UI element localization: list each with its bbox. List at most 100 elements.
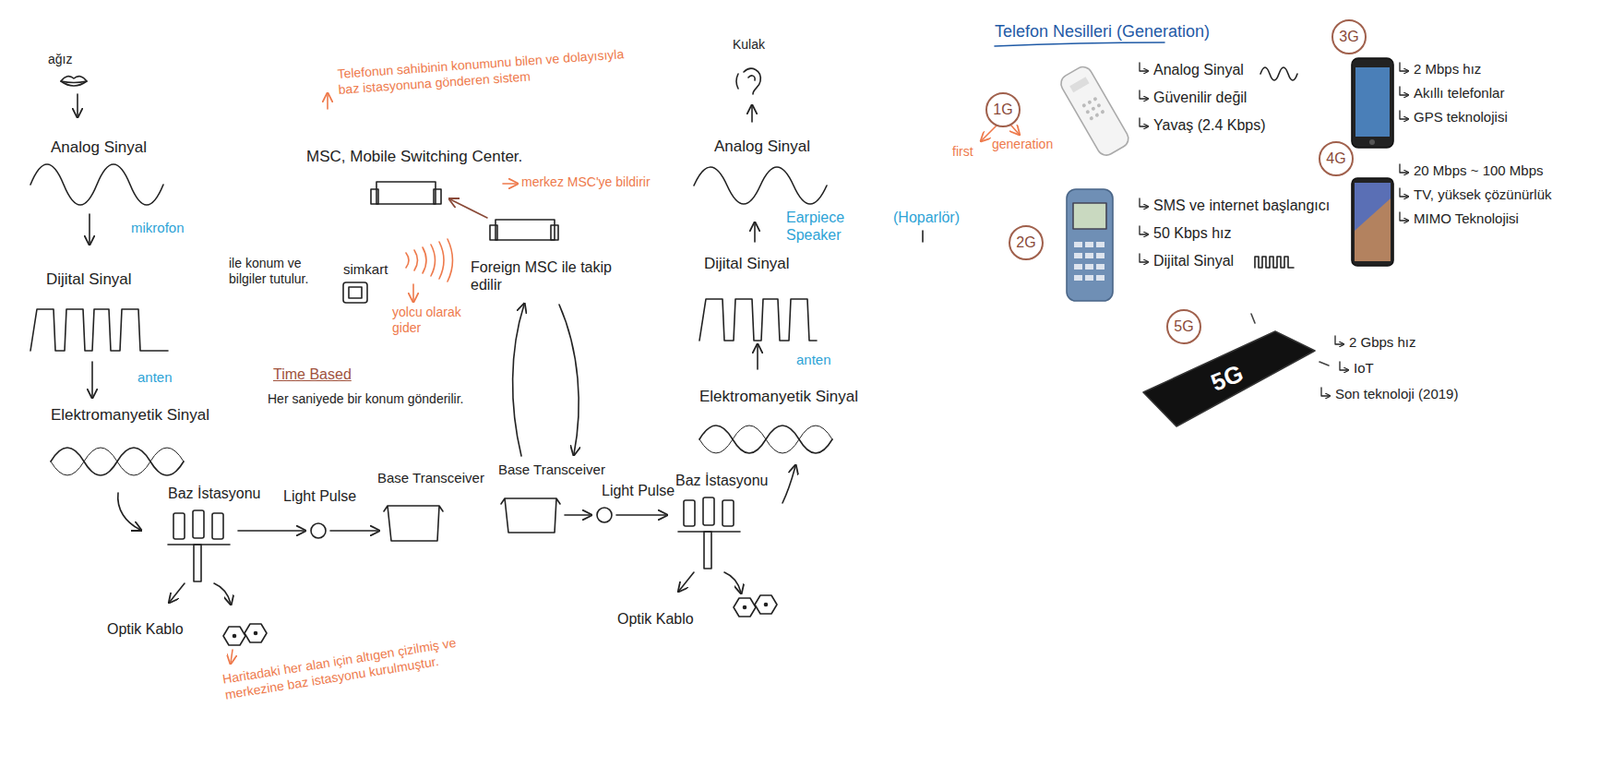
note-arrow [502, 182, 517, 185]
flow-arrow [559, 304, 579, 454]
note-text: yolcu olarak gider [392, 304, 471, 336]
digital-wave [30, 309, 168, 351]
device-label: mikrofon [131, 219, 185, 237]
flow-arrow [238, 529, 305, 532]
flow-arrow [564, 513, 591, 516]
note-text: Telefonun sahibinin konumunu bilen ve do… [336, 46, 630, 97]
generation-label: 2G [1015, 234, 1036, 251]
transceiver-icon [383, 505, 443, 541]
mouth-icon [60, 76, 87, 86]
signal-label: Analog Sinyal [50, 138, 147, 157]
bullet-text: 20 Mbps ~ 100 Mbps [1413, 162, 1544, 180]
note-text: Haritadaki her alan için altıgen çizilmi… [221, 633, 468, 704]
note-text: Foreign MSC ile takip edilir [470, 258, 642, 294]
note-arrow [326, 94, 329, 109]
generation-circle: 2G [1008, 225, 1044, 261]
base-station-icon [167, 510, 230, 582]
part-label: Base Transceiver [377, 469, 485, 487]
base-station-icon [678, 497, 741, 569]
digital-wave [699, 298, 817, 341]
flow-arrow [88, 214, 91, 244]
generation-label: 5G [1173, 318, 1194, 335]
phone-3g-image [1351, 58, 1394, 148]
note-text: Her saniyede bir konum gönderilir. [267, 391, 464, 407]
part-label: simkart [343, 261, 388, 278]
digital-mark [1254, 256, 1294, 268]
generation-label: 4G [1325, 150, 1346, 168]
bullet-text: GPS teknolojisi [1413, 108, 1508, 126]
part-label: Optik Kablo [107, 620, 184, 638]
note-arrow [450, 199, 488, 218]
note-text: ile konum ve bilgiler tutulur. [228, 255, 338, 287]
flow-arrow [751, 106, 753, 122]
part-label: Kulak [732, 36, 765, 53]
tick-mark [921, 230, 924, 242]
part-label: Optik Kablo [617, 609, 694, 628]
bullet-text: Akıllı telefonlar [1413, 84, 1505, 102]
bullet-text: Son teknoloji (2019) [1335, 385, 1458, 403]
em-wave [50, 447, 184, 476]
bullet-text: Dijital Sinyal [1153, 251, 1234, 270]
bullet-text: SMS ve internet başlangıcı [1153, 196, 1330, 215]
flow-arrow [753, 223, 756, 242]
flow-arrow [214, 583, 231, 604]
em-wave [699, 425, 833, 454]
note-arrow [412, 284, 415, 301]
transceiver-icon [501, 498, 561, 533]
signal-label: Dijital Sinyal [704, 254, 790, 274]
bullet-text: Yavaş (2.4 Kbps) [1153, 116, 1266, 134]
analog-wave [30, 164, 164, 205]
phone-1g-image [1057, 63, 1132, 159]
part-label: Light Pulse [601, 481, 675, 500]
flow-arrow [679, 572, 694, 591]
generation-label: 3G [1338, 28, 1359, 46]
em-wave [699, 425, 833, 454]
part-label: ağız [47, 51, 72, 68]
signal-arcs [405, 238, 454, 282]
signal-label: Analog Sinyal [714, 137, 811, 156]
generation-label: 1G [992, 101, 1013, 119]
part-label: MSC, Mobile Switching Center. [306, 147, 523, 167]
part-label: Base Transceiver [498, 461, 606, 478]
note-text: generation [991, 136, 1053, 153]
bullet-text: MIMO Teknolojisi [1413, 210, 1519, 227]
ear-icon [736, 68, 761, 95]
bullet-text: 2 Mbps hız [1413, 60, 1481, 78]
hexagon-icon [733, 595, 777, 617]
bullet-text: Analog Sinyal [1153, 60, 1244, 79]
bullet-text: 2 Gbps hız [1349, 334, 1417, 351]
note-arrow [230, 649, 233, 663]
phone-2g-image [1066, 189, 1113, 301]
msc-box-icon [489, 219, 559, 240]
phone-4g-image [1351, 178, 1394, 266]
signal-label: Elektromanyetik Sinyal [50, 405, 210, 425]
title-underline [994, 42, 1165, 47]
device-label: (Hoparlör) [893, 208, 960, 227]
bullet-text: 50 Kbps hız [1153, 224, 1232, 242]
light-pulse-icon [597, 507, 612, 523]
flow-arrow [782, 465, 796, 503]
flow-arrow [756, 345, 759, 370]
part-label: Baz İstasyonu [167, 484, 262, 502]
part-label: Baz İstasyonu [675, 471, 769, 490]
device-label: anten [796, 351, 832, 369]
generation-circle: 4G [1318, 141, 1354, 177]
heading-label: Time Based [273, 365, 352, 383]
flow-arrow [91, 361, 94, 397]
hexagon-icon [223, 623, 267, 645]
em-wave [50, 447, 184, 476]
light-pulse-icon [310, 523, 326, 538]
bullet-text: IoT [1353, 359, 1374, 377]
note-text: first [952, 143, 974, 160]
signal-label: Dijital Sinyal [46, 270, 132, 289]
flow-arrow [616, 513, 667, 516]
flow-arrow [724, 572, 741, 593]
msc-box-icon [370, 181, 442, 204]
generation-circle: 5G [1166, 309, 1202, 345]
sim-card-icon [343, 282, 368, 303]
generation-circle: 3G [1331, 19, 1367, 55]
generation-circle: 1G [985, 92, 1021, 128]
signal-label: Elektromanyetik Sinyal [699, 387, 859, 406]
note-text: merkez MSC'ye bildirir [521, 174, 651, 191]
